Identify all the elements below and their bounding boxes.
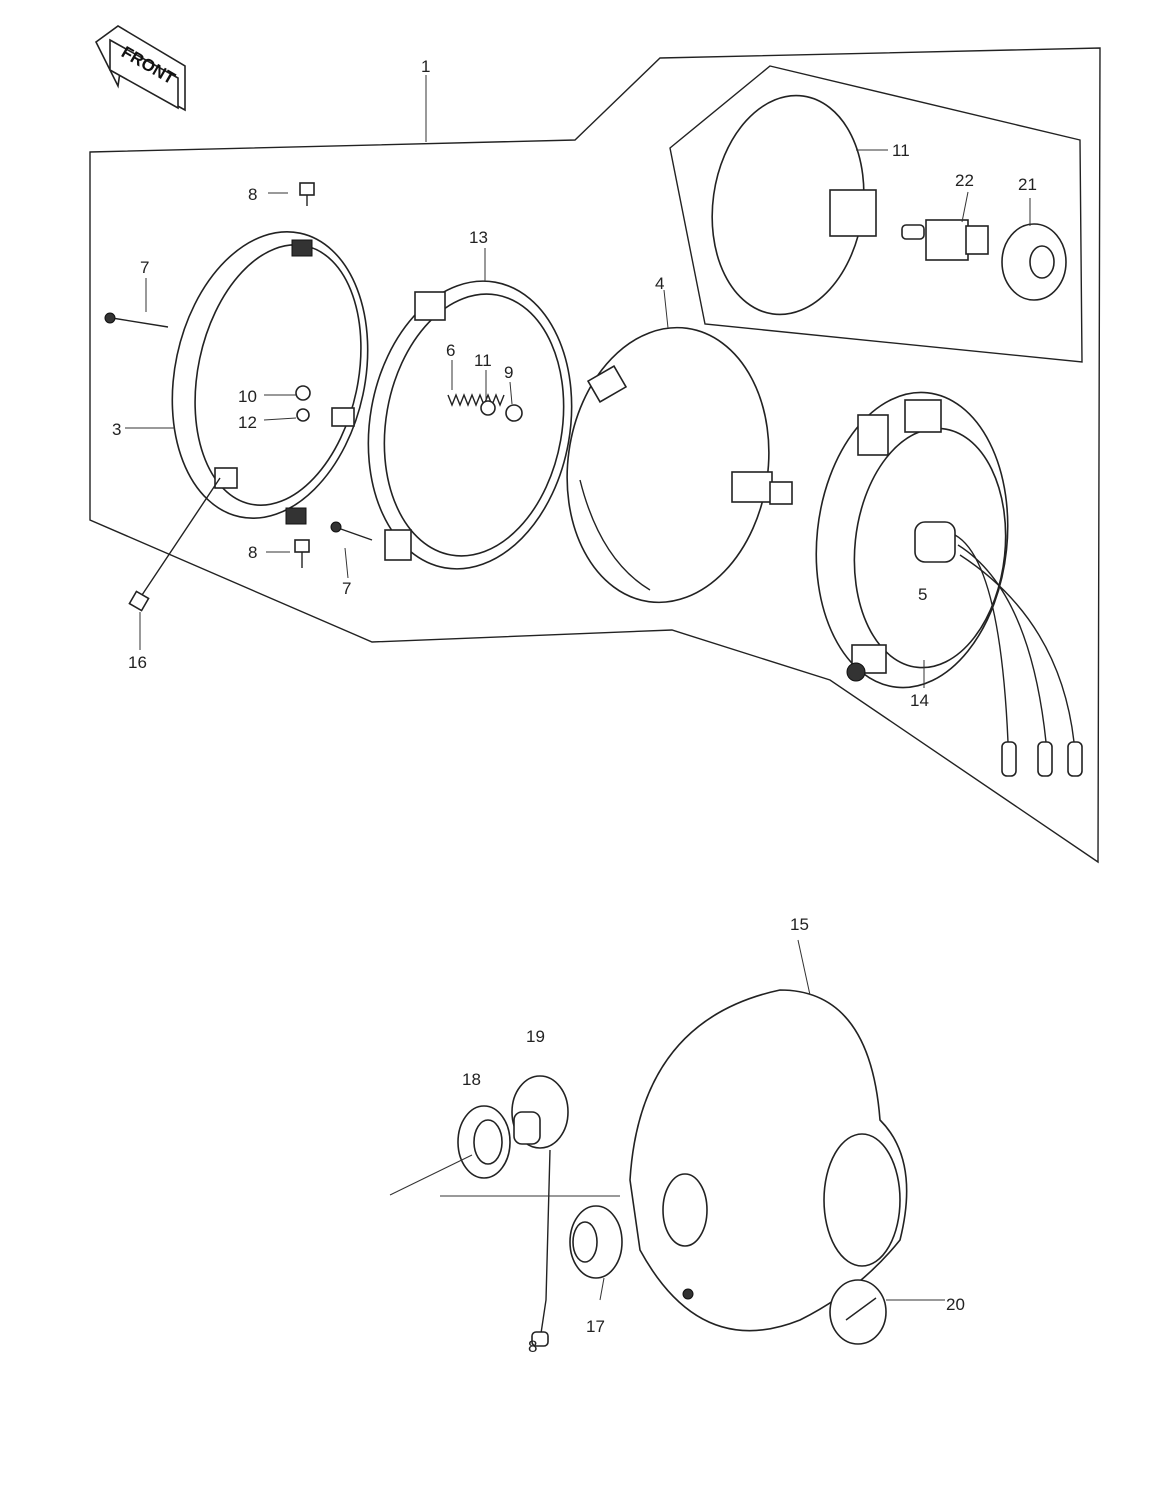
label-7-bottom: 7 — [342, 579, 351, 598]
label-7-top: 7 — [140, 258, 149, 277]
nut-11 — [480, 400, 496, 416]
label-13: 13 — [469, 228, 488, 247]
label-4: 4 — [655, 274, 664, 293]
bulb-inset-outline — [669, 65, 1083, 363]
label-15: 15 — [790, 915, 809, 934]
cable-grommet — [569, 1205, 623, 1279]
headlight-housing-socket — [815, 391, 1083, 777]
rim-mount-screw — [128, 477, 221, 612]
bulb-housing — [711, 94, 877, 316]
label-8-lower: 8 — [528, 1337, 537, 1356]
adjusting-spring — [447, 393, 505, 407]
label-10: 10 — [238, 387, 257, 406]
label-14: 14 — [910, 691, 929, 710]
washer-9 — [505, 404, 523, 422]
label-8-bottom: 8 — [248, 543, 257, 562]
washer-12 — [296, 408, 310, 422]
label-18: 18 — [462, 1070, 481, 1089]
nut-10 — [295, 385, 311, 401]
headlight-rim — [171, 230, 369, 525]
label-22: 22 — [955, 171, 974, 190]
rim-screw-top — [299, 182, 315, 206]
mounting-ring — [367, 280, 573, 570]
label-19: 19 — [526, 1027, 545, 1046]
front-arrow-icon: FRONT — [94, 25, 186, 112]
rubber-cap — [829, 1279, 887, 1345]
label-8-top: 8 — [248, 185, 257, 204]
label-9: 9 — [504, 363, 513, 382]
label-21: 21 — [1018, 175, 1037, 194]
label-6: 6 — [446, 341, 455, 360]
adjusting-screw-bottom — [330, 521, 373, 541]
label-17: 17 — [586, 1317, 605, 1336]
grommet — [457, 1105, 511, 1179]
label-12: 12 — [238, 413, 257, 432]
label-3: 3 — [112, 420, 121, 439]
label-16: 16 — [128, 653, 147, 672]
bulb-cap — [1001, 223, 1067, 301]
headlight-shell — [629, 989, 908, 1332]
sealed-beam-lens — [566, 326, 793, 604]
bulb — [901, 219, 989, 261]
assembly-outline — [89, 47, 1101, 864]
rim-screw-bottom — [294, 539, 310, 568]
label-11-nut: 11 — [474, 351, 492, 370]
label-20: 20 — [946, 1295, 965, 1314]
label-11-bulb: 11 — [892, 141, 910, 160]
pilot-socket — [511, 1075, 569, 1347]
adjusting-screw-top — [104, 312, 169, 328]
label-5: 5 — [918, 585, 927, 604]
label-1: 1 — [421, 57, 430, 76]
